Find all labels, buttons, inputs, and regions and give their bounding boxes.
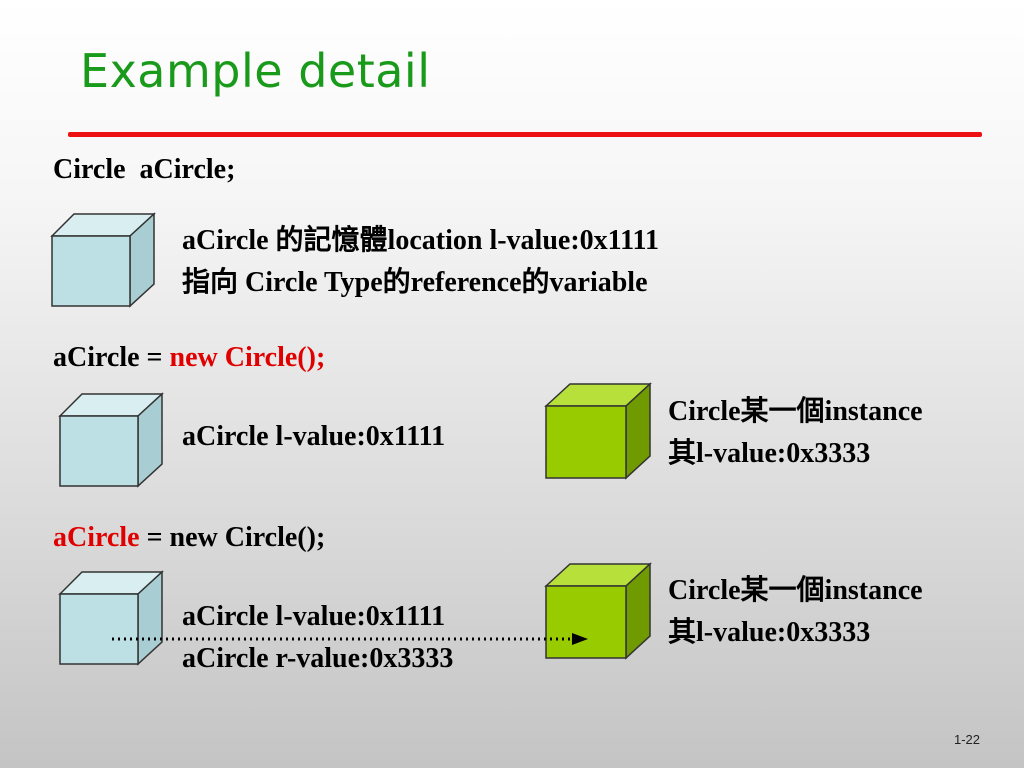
code-assignment-variable: aCircle = new Circle(); bbox=[53, 522, 325, 554]
instance-cube-2 bbox=[544, 562, 652, 660]
section2-instance-line2: 其l-value:0x3333 bbox=[668, 438, 871, 469]
variable-cube-3 bbox=[58, 570, 164, 666]
code-assignment-new: aCircle = new Circle(); bbox=[53, 342, 325, 374]
code-lhs-highlight: aCircle bbox=[53, 522, 140, 553]
section1-desc-line1: aCircle 的記憶體location l-value:0x1111 bbox=[182, 225, 660, 256]
reference-arrow bbox=[112, 633, 588, 645]
section2-var-label: aCircle l-value:0x1111 bbox=[182, 421, 446, 452]
section3-rvalue-label: aCircle r-value:0x3333 bbox=[182, 643, 454, 674]
section1-desc-line2: 指向 Circle Type的reference的variable bbox=[182, 267, 648, 298]
section3-lvalue-label: aCircle l-value:0x1111 bbox=[182, 601, 446, 632]
section3-instance-line1: Circle某一個instance bbox=[668, 575, 923, 606]
code-rhs: = new Circle(); bbox=[139, 522, 326, 553]
title-divider bbox=[68, 132, 982, 137]
variable-cube-1 bbox=[50, 212, 156, 308]
slide-title: Example detail bbox=[80, 44, 431, 98]
code-declaration: Circle aCircle; bbox=[53, 154, 236, 185]
code-rhs-highlight: new Circle(); bbox=[169, 342, 326, 373]
instance-cube-1 bbox=[544, 382, 652, 480]
section2-instance-line1: Circle某一個instance bbox=[668, 396, 923, 427]
page-number: 1-22 bbox=[953, 732, 980, 747]
variable-cube-2 bbox=[58, 392, 164, 488]
code-lhs: aCircle = bbox=[53, 342, 170, 373]
section3-instance-line2: 其l-value:0x3333 bbox=[668, 617, 871, 648]
